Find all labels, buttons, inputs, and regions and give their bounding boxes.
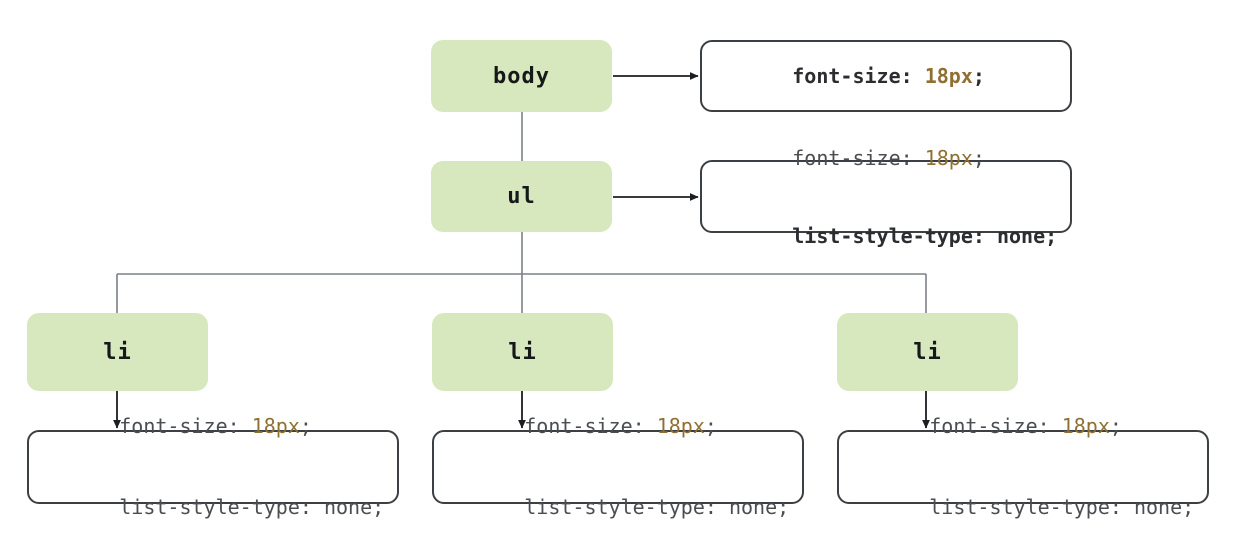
declaration-terminator: ;: [777, 495, 790, 519]
declaration-value: 18px: [656, 414, 705, 438]
declaration-value: none: [1133, 495, 1183, 519]
node-body-label: body: [493, 63, 550, 89]
declaration-value: none: [996, 223, 1046, 248]
declaration-terminator: ;: [1045, 223, 1058, 248]
declaration-terminator: ;: [1182, 495, 1195, 519]
declaration-box-body: font-size: 18px;: [700, 40, 1072, 112]
declaration-value: none: [323, 495, 373, 519]
node-li-1[interactable]: li: [27, 313, 208, 391]
declaration-line: font-size: 18px;: [720, 119, 1052, 197]
diagram-canvas: body ul li li li font-size: 18px; font-s…: [27, 40, 1209, 519]
node-ul-label: ul: [507, 184, 536, 209]
declaration-terminator: ;: [372, 495, 385, 519]
declaration-property: list-style-type:: [792, 223, 997, 248]
declaration-value: 18px: [924, 64, 973, 88]
declaration-value: 18px: [251, 414, 300, 438]
declaration-property: font-size:: [792, 64, 925, 88]
declaration-property: list-style-type:: [929, 495, 1134, 519]
declaration-line: list-style-type: none;: [452, 467, 789, 548]
node-body[interactable]: body: [431, 40, 612, 112]
declaration-terminator: ;: [1109, 414, 1122, 438]
declaration-line: font-size: 18px;: [857, 386, 1189, 467]
declaration-property: list-style-type:: [524, 495, 729, 519]
declaration-terminator: ;: [299, 414, 312, 438]
declaration-line: list-style-type: none;: [720, 197, 1057, 275]
declaration-terminator: ;: [972, 145, 985, 170]
declaration-value: 18px: [1061, 414, 1110, 438]
declaration-box-li-1: font-size: 18px; list-style-type: none;: [27, 414, 399, 519]
declaration-line: font-size: 18px;: [452, 386, 784, 467]
declaration-property: font-size:: [524, 414, 657, 438]
declaration-line: list-style-type: none;: [47, 467, 384, 548]
declaration-line: font-size: 18px;: [720, 37, 1052, 115]
declaration-property: font-size:: [792, 145, 925, 170]
declaration-box-li-3: font-size: 18px; list-style-type: none;: [837, 414, 1209, 519]
declaration-line: list-style-type: none;: [857, 467, 1194, 548]
declaration-value: 18px: [924, 145, 973, 170]
declaration-property: font-size:: [119, 414, 252, 438]
declaration-terminator: ;: [704, 414, 717, 438]
node-li-3[interactable]: li: [837, 313, 1018, 391]
declaration-line: font-size: 18px;: [47, 386, 379, 467]
declaration-property: list-style-type:: [119, 495, 324, 519]
declaration-box-ul: font-size: 18px; list-style-type: none;: [700, 146, 1072, 248]
node-li-2[interactable]: li: [432, 313, 613, 391]
node-li-2-label: li: [508, 339, 537, 365]
node-li-1-label: li: [103, 339, 132, 365]
node-li-3-label: li: [913, 339, 942, 365]
declaration-box-li-2: font-size: 18px; list-style-type: none;: [432, 414, 804, 519]
node-ul[interactable]: ul: [431, 161, 612, 232]
declaration-value: none: [728, 495, 778, 519]
declaration-property: font-size:: [929, 414, 1062, 438]
declaration-terminator: ;: [972, 64, 985, 88]
